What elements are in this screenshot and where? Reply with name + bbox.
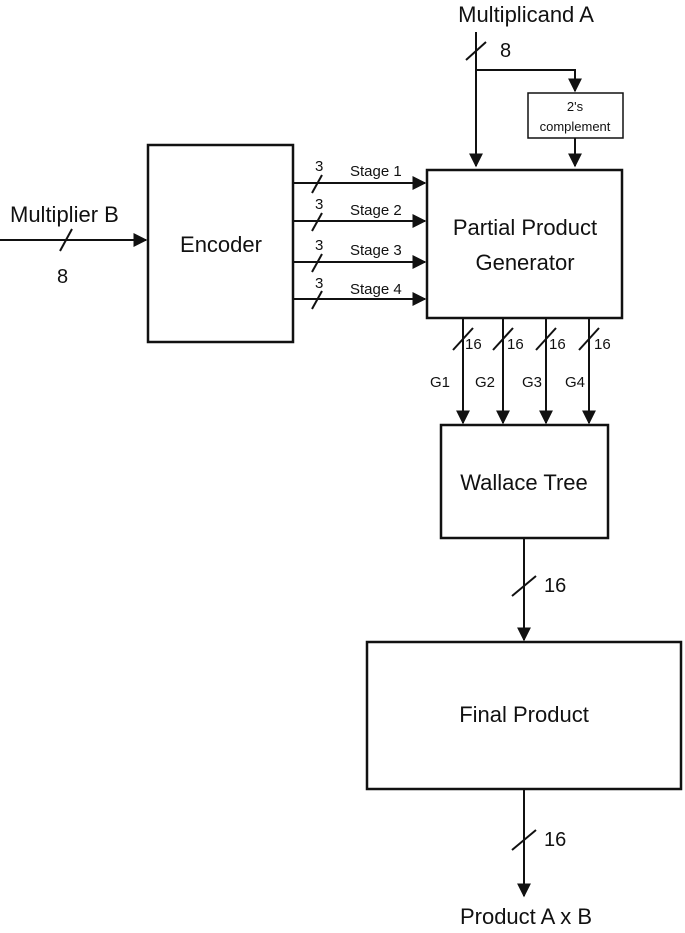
- g3-bus: 16 G3: [522, 318, 566, 425]
- multiplier-width: 8: [57, 266, 68, 288]
- stage-1-label: Stage 1: [350, 163, 402, 180]
- g2-label: G2: [475, 374, 495, 391]
- g4-width: 16: [594, 336, 611, 353]
- stage-1-bus: 3 Stage 1: [293, 158, 427, 194]
- multiplicand-label: Multiplicand A: [458, 2, 594, 27]
- g3-width: 16: [549, 336, 566, 353]
- g1-bus: 16 G1: [430, 318, 482, 425]
- twos-complement-label-2: complement: [540, 119, 611, 134]
- final-product-label: Final Product: [459, 702, 589, 727]
- g1-width: 16: [465, 336, 482, 353]
- g3-label: G3: [522, 374, 542, 391]
- stage-3-bus: 3 Stage 3: [293, 237, 427, 273]
- encoder-block: [146, 143, 295, 344]
- multiplier-label: Multiplier B: [10, 202, 119, 227]
- to-complement-arrow: [476, 69, 582, 93]
- multiplicand-width: 8: [500, 40, 511, 62]
- g4-bus: 16 G4: [565, 318, 611, 425]
- output-label: Product A x B: [460, 904, 592, 929]
- final-out-width: 16: [544, 829, 566, 851]
- stage-4-bus: 3 Stage 4: [293, 275, 427, 310]
- stage-2-width: 3: [315, 196, 323, 213]
- stage-2-bus: 3 Stage 2: [293, 196, 427, 232]
- g2-width: 16: [507, 336, 524, 353]
- final-product-block: [365, 640, 683, 791]
- twos-complement-block: [527, 92, 624, 139]
- twos-complement-label-1: 2's: [567, 99, 584, 114]
- g1-label: G1: [430, 374, 450, 391]
- encoder-label: Encoder: [180, 232, 262, 257]
- stage-4-width: 3: [315, 275, 323, 292]
- stage-1-width: 3: [315, 158, 323, 175]
- wallace-out-width: 16: [544, 575, 566, 597]
- stage-2-label: Stage 2: [350, 202, 402, 219]
- stage-3-width: 3: [315, 237, 323, 254]
- final-out-tick: [511, 829, 537, 851]
- partial-product-generator-block: [425, 168, 624, 320]
- multiplicand-bus-tick: [465, 41, 487, 61]
- wallace-tree-label: Wallace Tree: [460, 470, 588, 495]
- wallace-tree-block: [439, 423, 610, 540]
- stage-4-label: Stage 4: [350, 281, 402, 298]
- ppg-label-1: Partial Product: [453, 215, 597, 240]
- ppg-label-2: Generator: [475, 250, 574, 275]
- stage-3-label: Stage 3: [350, 242, 402, 259]
- g2-bus: 16 G2: [475, 318, 524, 425]
- g4-label: G4: [565, 374, 585, 391]
- multiplier-bus-tick: [59, 228, 73, 252]
- wallace-out-tick: [511, 575, 537, 597]
